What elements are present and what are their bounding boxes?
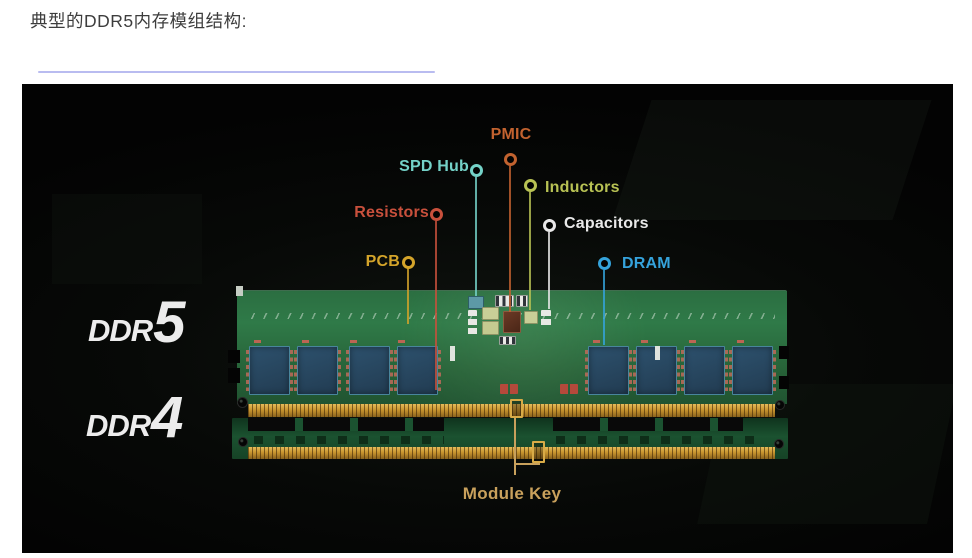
background-circuit-texture — [612, 100, 932, 220]
callout-label-resistors: Resistors — [354, 204, 429, 221]
callout-marker-circle — [402, 256, 415, 269]
callout-marker-circle — [543, 219, 556, 232]
mounting-hole — [237, 397, 248, 408]
ddr5-resistor-pads — [254, 340, 440, 343]
ddr5-prefix: DDR — [88, 312, 153, 348]
dram-chip — [346, 346, 393, 395]
resistor-pair — [500, 384, 518, 394]
ddr4-small-components — [254, 436, 444, 444]
dram-chip — [681, 346, 728, 395]
dram-chip — [394, 346, 441, 395]
board-component — [450, 346, 455, 361]
ddr5-text-label: DDR 5 — [88, 290, 185, 355]
ddr5-resistor-pads — [593, 340, 779, 343]
ddr5-module-key-notch — [510, 399, 523, 418]
spd-hub-chip — [468, 296, 484, 309]
callout-marker-circle — [524, 179, 537, 192]
accent-underline — [38, 71, 435, 73]
dram-chip — [633, 346, 680, 395]
board-edge-notch — [228, 368, 240, 383]
mounting-hole — [775, 400, 785, 410]
callout-label-pmic: PMIC — [490, 126, 532, 143]
dram-chip — [585, 346, 632, 395]
callout-leader-line — [509, 166, 511, 312]
mounting-hole — [238, 437, 248, 447]
callout-marker-circle — [470, 164, 483, 177]
callout-label-spd-hub: SPD Hub — [399, 158, 469, 175]
callout-leader-line — [475, 177, 477, 296]
capacitor-bank — [499, 336, 516, 345]
inductor-component — [524, 311, 538, 324]
capacitor-column — [541, 310, 551, 326]
board-edge-notch — [228, 350, 240, 363]
mounting-hole — [774, 439, 784, 449]
callout-label-dram: DRAM — [622, 255, 671, 272]
ddr-module-figure: Module Key DDR 5 DDR 4 PMIC SPD Hub Indu… — [22, 84, 953, 553]
callout-label-inductors: Inductors — [545, 179, 620, 196]
page-title: 典型的DDR5内存模组结构: — [30, 11, 248, 31]
module-key-leader-line — [515, 463, 540, 465]
capacitor-column — [468, 310, 477, 336]
module-key-leader-line — [514, 418, 516, 475]
resistor-pair — [560, 384, 578, 394]
ddr4-black-chips — [553, 418, 743, 431]
callout-label-module-key: Module Key — [462, 484, 562, 503]
ddr4-number: 4 — [151, 385, 183, 450]
dram-chip — [246, 346, 293, 395]
board-edge-notch — [779, 346, 789, 359]
board-edge-notch — [779, 376, 789, 389]
ddr4-text-label: DDR 4 — [86, 385, 183, 450]
ddr5-number: 5 — [153, 290, 185, 355]
callout-leader-line — [603, 270, 605, 345]
board-corner-tab — [236, 286, 243, 296]
inductor-component — [482, 307, 499, 320]
callout-leader-line — [435, 221, 437, 390]
dram-chip — [729, 346, 776, 395]
callout-marker-circle — [598, 257, 611, 270]
callout-label-pcb: PCB — [365, 253, 400, 270]
capacitor-bank — [495, 295, 514, 307]
capacitor-bank — [516, 295, 528, 307]
pmic-chip — [503, 311, 521, 333]
board-component — [655, 346, 660, 360]
inductor-component — [482, 321, 499, 335]
callout-leader-line — [529, 192, 531, 310]
ddr4-black-chips — [248, 418, 444, 431]
ddr4-gold-pins — [248, 447, 775, 459]
callout-leader-line — [548, 232, 550, 309]
background-circuit-texture — [52, 194, 202, 284]
ddr4-small-components — [556, 436, 756, 444]
callout-marker-circle — [430, 208, 443, 221]
ddr4-prefix: DDR — [86, 407, 151, 443]
callout-label-capacitors: Capacitors — [564, 215, 649, 232]
callout-leader-line — [407, 268, 409, 324]
callout-marker-circle — [504, 153, 517, 166]
dram-chip — [294, 346, 341, 395]
ddr4-module-key-notch — [532, 441, 545, 463]
